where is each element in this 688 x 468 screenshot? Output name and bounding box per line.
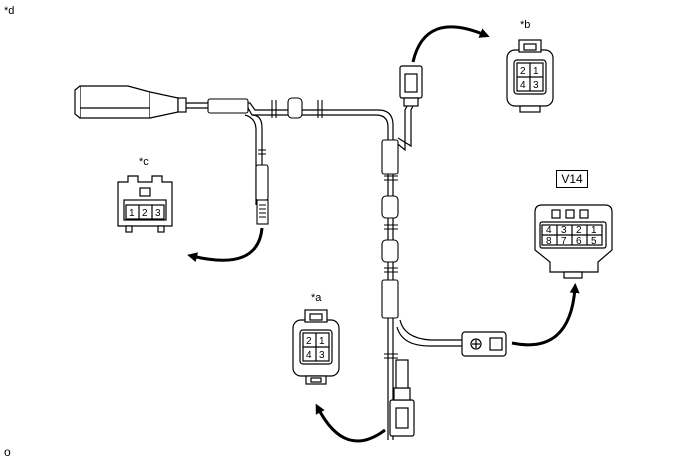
v14-pin-g: 6 [576, 236, 582, 247]
c-pin-3: 3 [155, 208, 161, 219]
b-pin-3: 4 [520, 80, 526, 91]
figure-id-label: o [4, 445, 11, 459]
c-pin-2: 2 [142, 208, 148, 219]
v14-pin-c: 2 [576, 225, 582, 236]
v14-pin-h: 5 [591, 236, 597, 247]
connector-c-face [117, 175, 173, 233]
left-end-connector [74, 85, 187, 119]
connector-v14-face [534, 204, 613, 279]
connector-c-label: *c [139, 156, 149, 168]
connector-a-label: *a [311, 292, 322, 304]
pin-labels: 2 1 4 3 2 1 4 3 1 2 3 4 3 2 1 8 7 6 5 [129, 66, 597, 361]
connector-b-label: *b [520, 19, 531, 31]
a-pin-3: 4 [306, 350, 312, 361]
a-pin-1: 2 [306, 336, 312, 347]
v14-pin-b: 3 [561, 225, 567, 236]
a-pin-2: 1 [319, 336, 325, 347]
v14-pin-a: 4 [546, 225, 552, 236]
v14-harness-plug [461, 331, 507, 357]
a-harness-plug [389, 359, 415, 437]
c-harness-end [256, 199, 269, 225]
harness-wires [180, 99, 465, 440]
b-pin-2: 1 [533, 66, 539, 77]
figure-label-d: *d [4, 5, 15, 17]
b-pin-1: 2 [520, 66, 526, 77]
harness-clamps [207, 97, 399, 359]
c-pin-1: 1 [129, 208, 135, 219]
v14-pin-e: 8 [546, 236, 552, 247]
v14-pin-d: 1 [591, 225, 597, 236]
b-pin-4: 3 [533, 80, 539, 91]
a-pin-4: 3 [319, 350, 325, 361]
b-harness-plug [399, 65, 423, 107]
pointer-arrows [187, 25, 580, 443]
v14-pin-f: 7 [561, 236, 567, 247]
connector-a-face [292, 309, 340, 385]
connector-b-face [506, 39, 554, 113]
connector-v14-label: V14 [556, 170, 588, 188]
